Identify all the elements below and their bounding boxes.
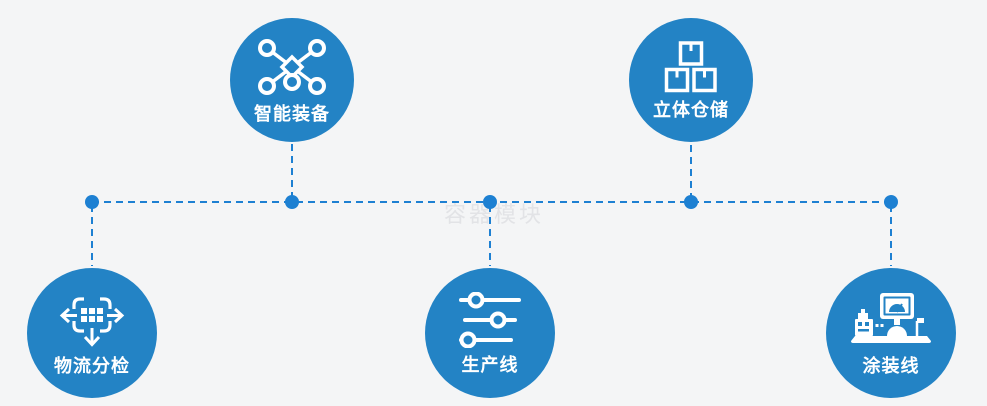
junction-dot [285,195,299,209]
network-nodes-icon [258,38,326,95]
node-label: 生产线 [461,354,519,376]
node-label: 智能装备 [254,103,330,125]
junction-dot [884,195,898,209]
junction-dot [483,195,497,209]
node-smart-equipment[interactable]: 智能装备 [230,18,354,142]
node-label: 立体仓储 [653,99,729,121]
node-logistics-sorting[interactable]: 物流分检 [27,268,157,398]
stacked-boxes-icon [664,40,717,92]
junction-dot [85,195,99,209]
node-production-line[interactable]: 生产线 [425,268,555,398]
machine-monitor-icon [851,292,931,343]
node-stereo-warehouse[interactable]: 立体仓储 [629,18,753,142]
sorting-arrows-icon [59,296,125,347]
sliders-icon [459,291,521,348]
node-label: 涂装线 [862,355,920,377]
node-painting-line[interactable]: 涂装线 [826,268,956,398]
junction-dot [684,195,698,209]
node-label: 物流分检 [54,355,130,377]
